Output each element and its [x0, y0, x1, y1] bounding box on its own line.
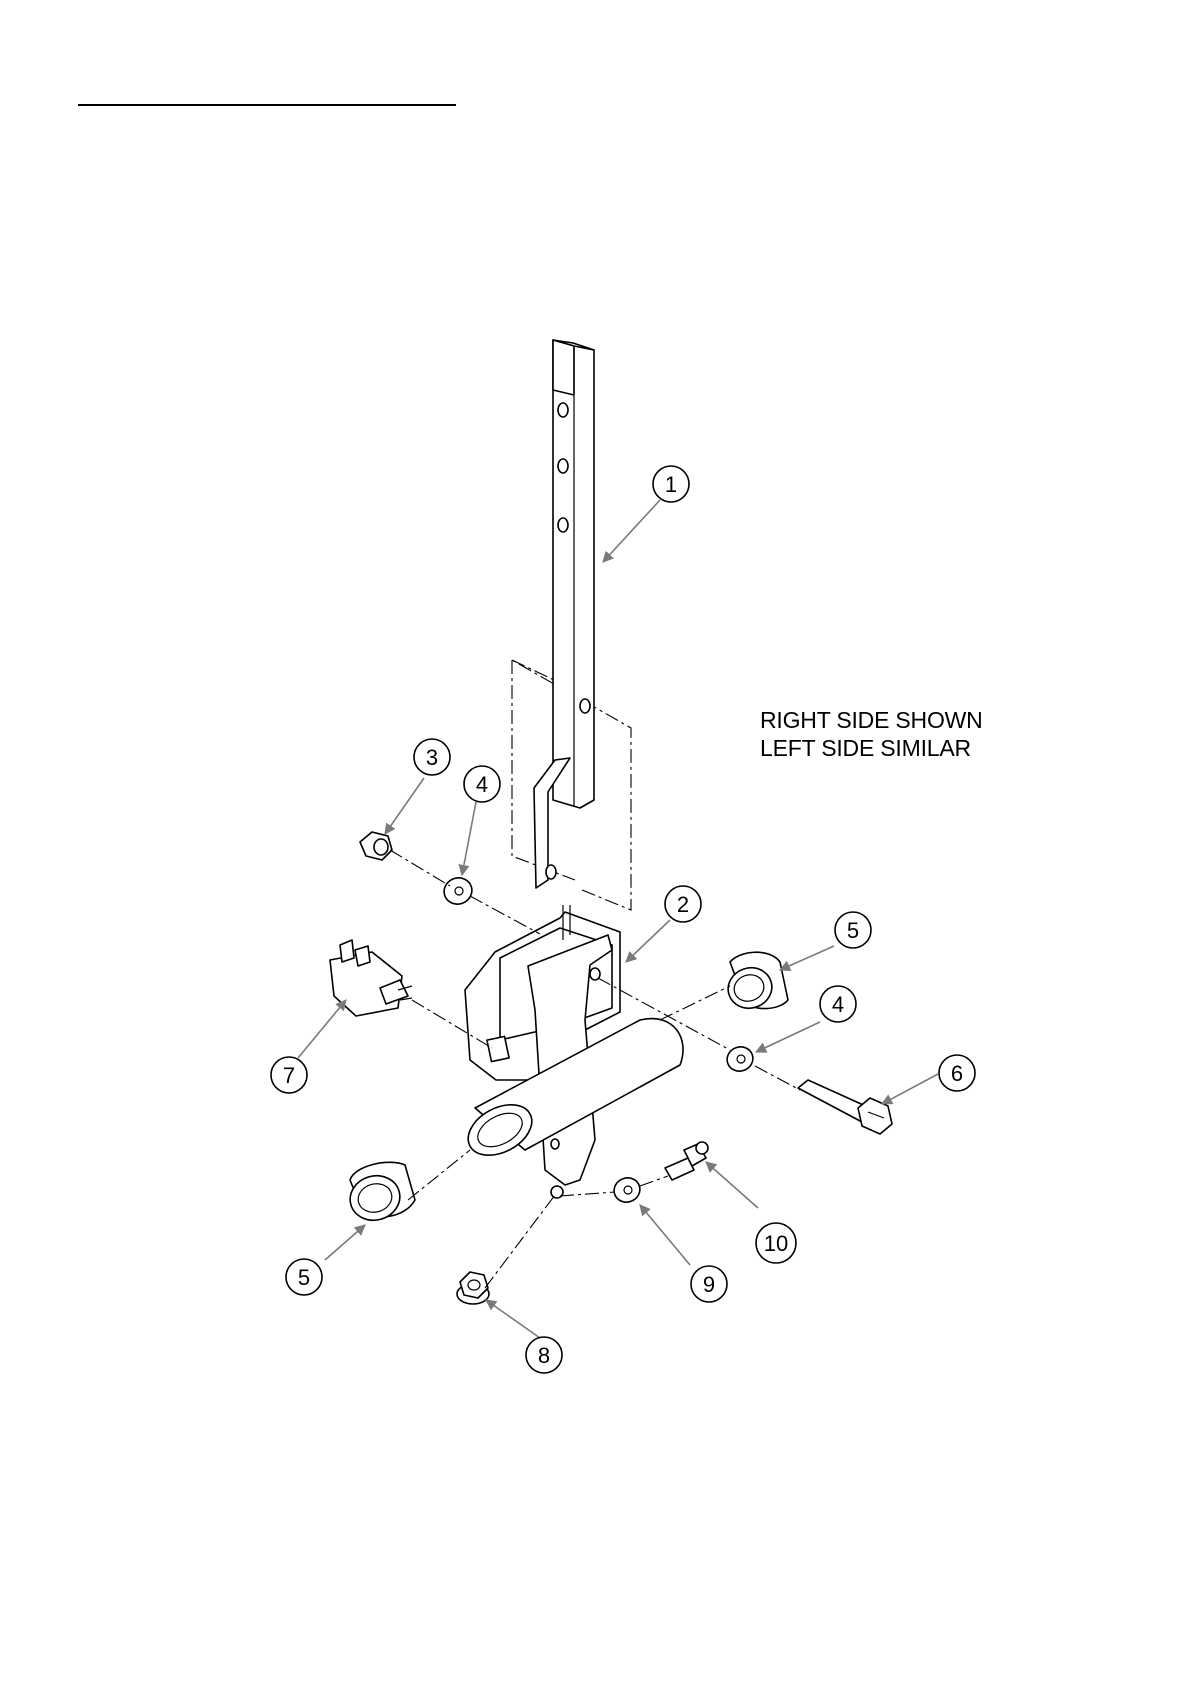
callout-1: 1 — [653, 466, 689, 502]
callout-5-right: 5 — [835, 912, 871, 948]
part-8-flange-nut — [457, 1272, 489, 1304]
part-4-washer-right — [724, 1043, 757, 1074]
callout-3: 3 — [414, 739, 450, 775]
svg-text:7: 7 — [283, 1063, 295, 1088]
callout-10: 10 — [756, 1223, 796, 1263]
callout-2: 2 — [665, 886, 701, 922]
part-4-washer-upper — [440, 874, 475, 908]
part-3-nut — [360, 832, 392, 860]
svg-text:3: 3 — [426, 745, 438, 770]
callout-5-left: 5 — [286, 1259, 322, 1295]
svg-text:2: 2 — [677, 892, 689, 917]
svg-text:4: 4 — [476, 772, 488, 797]
svg-text:4: 4 — [832, 992, 844, 1017]
note-right-side-shown: RIGHT SIDE SHOWN — [760, 706, 983, 734]
note-left-side-similar: LEFT SIDE SIMILAR — [760, 734, 971, 762]
callout-7: 7 — [271, 1057, 307, 1093]
callout-6: 6 — [939, 1055, 975, 1091]
part-9-washer — [611, 1174, 644, 1205]
part-5-bushing-left — [345, 1162, 415, 1225]
svg-text:5: 5 — [847, 918, 859, 943]
part-2-bracket — [460, 905, 683, 1198]
part-10-grease-fitting — [665, 1142, 708, 1180]
callout-8: 8 — [526, 1337, 562, 1373]
part-6-bolt — [798, 1080, 892, 1134]
svg-text:6: 6 — [951, 1061, 963, 1086]
callout-4-upper: 4 — [464, 766, 500, 802]
svg-text:5: 5 — [298, 1265, 310, 1290]
callout-9: 9 — [691, 1266, 727, 1302]
callout-4-right: 4 — [820, 986, 856, 1022]
svg-text:8: 8 — [538, 1343, 550, 1368]
svg-text:10: 10 — [764, 1231, 788, 1256]
svg-text:9: 9 — [703, 1272, 715, 1297]
part-5-bushing-right — [723, 952, 788, 1014]
svg-text:1: 1 — [665, 472, 677, 497]
part-1-arm — [534, 340, 594, 888]
